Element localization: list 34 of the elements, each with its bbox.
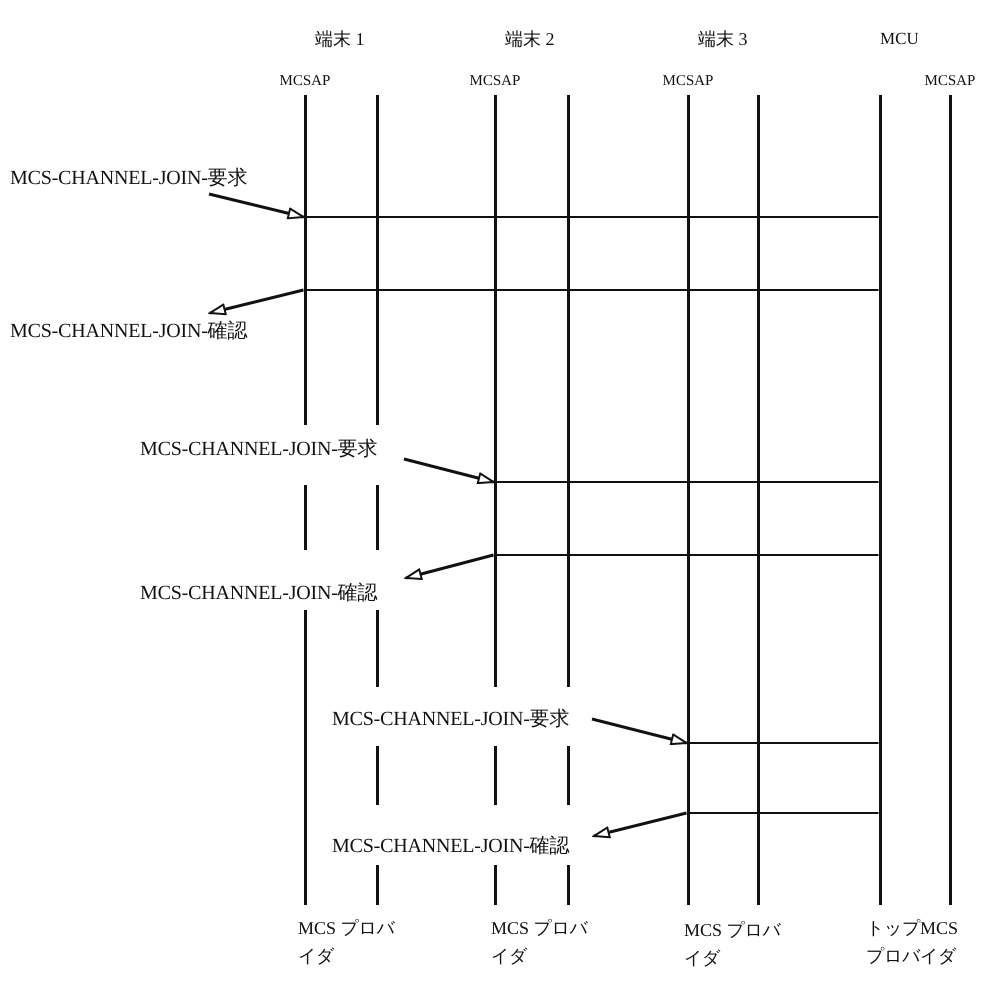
provider-label: MCS プロバイダ: [298, 917, 396, 968]
lifeline: [686, 95, 690, 905]
lifeline: [948, 95, 952, 905]
arrow: [208, 192, 304, 220]
primitive-label: MCS-CHANNEL-JOIN-要求: [332, 708, 592, 730]
primitive-label: MCS-CHANNEL-JOIN-確認: [332, 835, 594, 857]
provider-label: MCS プロバイダ: [491, 917, 589, 968]
provider-label: MCS プロバイダ: [684, 919, 782, 970]
sap-label: MCSAP: [662, 74, 714, 89]
sap-label: MCSAP: [470, 74, 520, 89]
primitive-label: MCS-CHANNEL-JOIN-要求: [10, 167, 248, 194]
primitive-label: MCS-CHANNEL-JOIN-確認: [140, 578, 406, 604]
column-heading: 端末 2: [505, 30, 554, 48]
lifeline: [756, 95, 760, 905]
message-line: [496, 481, 878, 483]
arrow: [209, 288, 304, 316]
column-heading: 端末 1: [315, 30, 364, 48]
primitive-label: MCS-CHANNEL-JOIN-確認: [10, 313, 248, 342]
primitive-label: MCS-CHANNEL-JOIN-要求: [140, 438, 404, 460]
provider-label: トップMCS プロバイダ: [866, 917, 960, 968]
message-line: [690, 742, 878, 744]
lifeline: [878, 95, 882, 905]
message-line: [496, 554, 878, 556]
column-heading: 端末 3: [698, 30, 748, 48]
arrow: [405, 554, 494, 580]
sap-label: MCSAP: [924, 74, 976, 89]
message-line: [306, 289, 878, 291]
arrow: [404, 458, 494, 484]
sap-label: MCSAP: [280, 74, 330, 89]
arrow: [592, 718, 688, 746]
message-line: [690, 812, 878, 814]
message-line: [306, 216, 878, 218]
column-heading: MCU: [880, 30, 919, 47]
arrow: [593, 812, 687, 838]
